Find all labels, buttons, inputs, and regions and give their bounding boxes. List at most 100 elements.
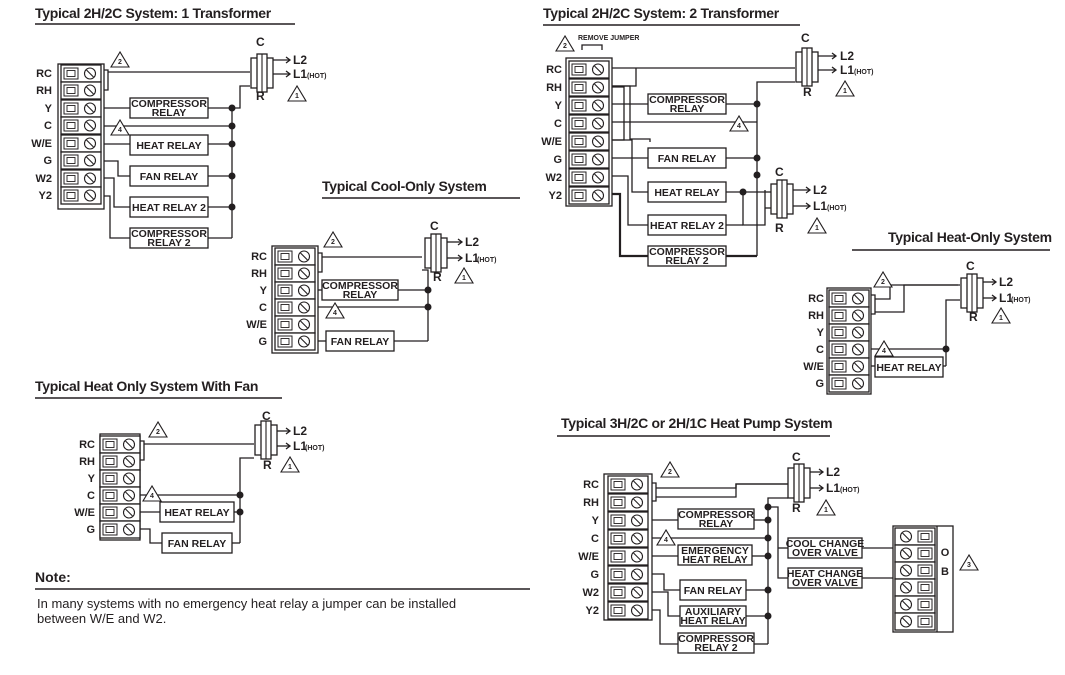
note-line: In many systems with no emergency heat r… — [37, 596, 456, 611]
svg-text:COMPRESSOR: COMPRESSOR — [322, 280, 398, 292]
svg-text:4: 4 — [333, 310, 337, 317]
terminal-label: B — [941, 566, 949, 578]
svg-text:(HOT): (HOT) — [827, 205, 846, 212]
transformer: C R L2 L1 (HOT) — [795, 31, 873, 99]
terminal-label: C — [259, 302, 267, 314]
svg-text:(HOT): (HOT) — [305, 445, 324, 452]
terminal-label: W/E — [31, 138, 52, 150]
svg-text:2: 2 — [668, 469, 672, 476]
terminal-label: W/E — [74, 507, 95, 519]
svg-text:COMPRESSOR: COMPRESSOR — [678, 633, 754, 645]
svg-text:L2: L2 — [826, 465, 840, 479]
terminal-block — [99, 435, 141, 539]
terminal-label: Y — [555, 100, 563, 112]
terminal-label: C — [44, 120, 52, 132]
heat-relay — [647, 181, 727, 203]
terminal-label: C — [591, 533, 599, 545]
terminal-label: W/E — [803, 361, 824, 373]
svg-text:RELAY: RELAY — [670, 103, 705, 115]
svg-text:C: C — [792, 450, 801, 464]
svg-text:4: 4 — [737, 123, 741, 130]
terminal-label: RC — [251, 251, 267, 263]
transformer: C R L2 L1 (HOT) — [424, 219, 496, 284]
svg-text:L1: L1 — [465, 251, 479, 265]
svg-text:R: R — [256, 89, 265, 103]
terminal-label: C — [816, 344, 824, 356]
compressor-relay — [129, 97, 209, 119]
svg-text:HEAT RELAY: HEAT RELAY — [876, 362, 941, 374]
svg-text:R: R — [433, 270, 442, 284]
terminal-label: W/E — [541, 136, 562, 148]
terminal-label: W2 — [583, 587, 600, 599]
transformer: C R L2 L1 (HOT) — [770, 165, 846, 235]
svg-text:R: R — [792, 501, 801, 515]
terminal-label: Y — [592, 515, 600, 527]
terminal-label: RH — [79, 456, 95, 468]
svg-text:2: 2 — [563, 43, 567, 50]
compressor-relay-2 — [129, 227, 209, 249]
svg-text:RELAY: RELAY — [699, 518, 734, 530]
svg-text:COMPRESSOR: COMPRESSOR — [649, 94, 725, 106]
terminal-label: O — [941, 547, 950, 559]
svg-text:HEAT RELAY 2: HEAT RELAY 2 — [650, 220, 724, 232]
svg-text:COMPRESSOR: COMPRESSOR — [131, 228, 207, 240]
svg-text:RELAY: RELAY — [343, 289, 378, 301]
svg-text:3: 3 — [967, 562, 971, 569]
svg-text:1: 1 — [843, 88, 847, 95]
svg-text:4: 4 — [664, 537, 668, 544]
svg-text:C: C — [256, 35, 265, 49]
fan-relay — [325, 330, 395, 352]
svg-text:COOL CHANGE: COOL CHANGE — [786, 538, 865, 550]
svg-text:L1: L1 — [840, 63, 854, 77]
terminal-block — [828, 289, 870, 393]
heat-changeover-valve — [787, 567, 863, 589]
terminal-label: RC — [546, 64, 562, 76]
svg-text:L2: L2 — [999, 275, 1013, 289]
terminal-label: G — [815, 378, 824, 390]
svg-text:L1: L1 — [999, 291, 1013, 305]
terminal-label: W/E — [578, 551, 599, 563]
svg-text:HEAT RELAY: HEAT RELAY — [164, 507, 229, 519]
svg-text:(HOT): (HOT) — [854, 69, 873, 76]
terminal-label: W/E — [246, 319, 267, 331]
terminal-label: G — [590, 569, 599, 581]
diagram-heat-only: Typical Heat-Only System RC RH Y C W/E G… — [803, 229, 1052, 395]
transformer: C R L2 L1 (HOT) — [254, 409, 324, 472]
terminal-label: Y — [88, 473, 96, 485]
svg-text:L2: L2 — [293, 424, 307, 438]
heat-relay — [874, 356, 944, 378]
terminal-label: RH — [583, 497, 599, 509]
svg-text:1: 1 — [462, 275, 466, 282]
transformer: C R L2 L1 (HOT) — [960, 259, 1030, 324]
svg-text:4: 4 — [118, 127, 122, 134]
diagram-2h2c-1-transformer: Typical 2H/2C System: 1 Transformer RC R… — [31, 5, 326, 249]
svg-text:1: 1 — [999, 315, 1003, 322]
terminal-label: G — [86, 524, 95, 536]
svg-text:C: C — [966, 259, 975, 273]
svg-text:1: 1 — [295, 93, 299, 100]
heat-relay-2 — [647, 214, 727, 236]
svg-text:HEAT RELAY: HEAT RELAY — [136, 140, 201, 152]
svg-text:OVER VALVE: OVER VALVE — [792, 547, 858, 559]
diagram-heat-pump: Typical 3H/2C or 2H/1C Heat Pump System … — [557, 415, 979, 654]
svg-text:C: C — [801, 31, 810, 45]
fan-relay — [679, 579, 747, 601]
emergency-heat-relay — [677, 544, 753, 566]
svg-text:COMPRESSOR: COMPRESSOR — [678, 509, 754, 521]
svg-text:(HOT): (HOT) — [307, 73, 326, 80]
svg-text:2: 2 — [881, 279, 885, 286]
svg-text:HEAT RELAY 2: HEAT RELAY 2 — [132, 202, 206, 214]
svg-text:AUXILIARY: AUXILIARY — [685, 606, 741, 618]
svg-text:L2: L2 — [293, 53, 307, 67]
svg-text:2: 2 — [156, 429, 160, 436]
compressor-relay — [647, 93, 727, 115]
svg-text:L1: L1 — [293, 67, 307, 81]
svg-text:L1: L1 — [813, 199, 827, 213]
svg-text:HEAT RELAY: HEAT RELAY — [680, 615, 745, 627]
terminal-label: RC — [36, 68, 52, 80]
svg-text:R: R — [263, 458, 272, 472]
heat-relay — [159, 501, 235, 523]
svg-text:C: C — [775, 165, 784, 179]
note-heading: Note: — [35, 569, 71, 585]
